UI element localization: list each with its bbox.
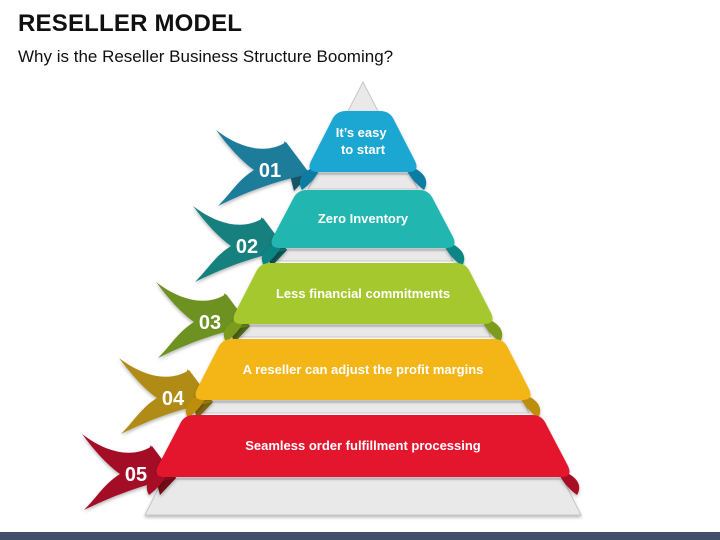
- ribbon-04: 04: [119, 358, 213, 434]
- pyramid-level-1: It’s easy to start: [299, 111, 427, 190]
- pyramid-apex: [346, 80, 380, 114]
- slide-header: RESELLER MODEL Why is the Reseller Busin…: [18, 10, 698, 67]
- pyramid-gap-4: [196, 401, 530, 414]
- ribbon-05: 05: [82, 434, 176, 510]
- pyramid-level-5: Seamless order fulfillment processing: [146, 415, 580, 495]
- band-5-label: Seamless order fulfillment processing: [245, 438, 481, 453]
- slide-title: RESELLER MODEL: [18, 10, 243, 37]
- pyramid-gap-3: [234, 325, 492, 338]
- band-2: [271, 190, 455, 248]
- ribbon-03: 03: [156, 282, 250, 358]
- band-3-label: Less financial commitments: [276, 286, 450, 301]
- ribbon-number-02: 02: [236, 236, 258, 258]
- band-4-label: A reseller can adjust the profit margins: [243, 362, 484, 377]
- pyramid-gap-2: [272, 249, 454, 262]
- band-2-label: Zero Inventory: [318, 211, 409, 226]
- ribbon-number-04: 04: [162, 388, 185, 410]
- ribbons: 01 02 03 04 05: [82, 130, 310, 510]
- ribbon-01: 01: [216, 130, 310, 206]
- band-4: [195, 339, 531, 400]
- footer-bar: [0, 532, 720, 540]
- band-1-label: It’s easy to start: [336, 125, 390, 157]
- band-3: [233, 263, 493, 324]
- pyramid-level-2: Zero Inventory: [261, 190, 465, 266]
- band-5: [156, 415, 570, 477]
- pyramid-level-4: A reseller can adjust the profit margins: [185, 339, 541, 418]
- ribbon-number-03: 03: [199, 312, 221, 334]
- slide-subtitle: Why is the Reseller Business Structure B…: [18, 46, 394, 66]
- pyramid-base: [144, 478, 582, 516]
- band-1: [309, 111, 417, 172]
- ribbon-02: 02: [193, 206, 287, 282]
- pyramid-level-3: Less financial commitments: [223, 263, 503, 342]
- ribbon-number-01: 01: [259, 160, 281, 182]
- pyramid-core: [144, 80, 582, 516]
- ribbon-number-05: 05: [125, 464, 147, 486]
- pyramid-gap-1: [307, 173, 419, 190]
